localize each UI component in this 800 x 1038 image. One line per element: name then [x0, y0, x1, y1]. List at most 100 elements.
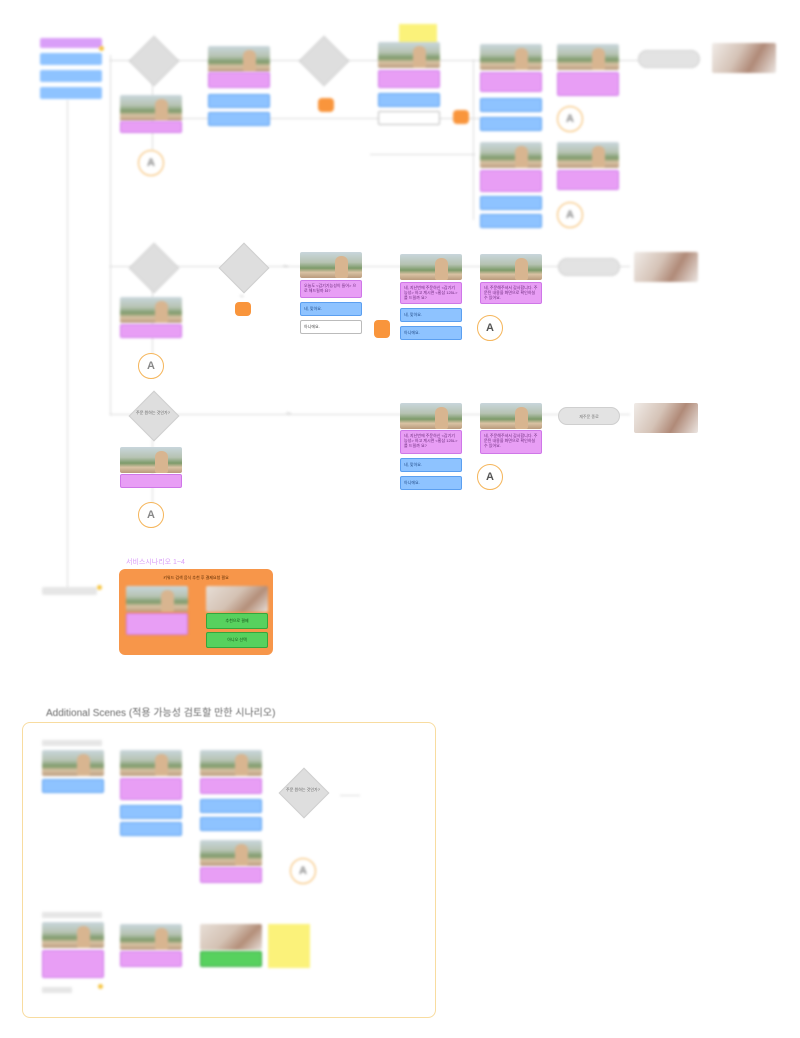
- legend-dot: [99, 46, 104, 51]
- legend-item-3: [40, 87, 102, 99]
- row3-line: [110, 414, 630, 415]
- prompt-box: [200, 778, 262, 794]
- connector-circle: A: [477, 464, 503, 490]
- scene-image: [400, 254, 462, 280]
- row1b-line: [180, 118, 480, 119]
- scene-image: [208, 46, 270, 72]
- prompt-box: 네, 지난번에 주문하신 <감기기능성> 하고 계시면 <홍삼 125L>를 드…: [400, 430, 462, 454]
- edge-label-yes: Yes: [283, 264, 288, 268]
- answer-box: [480, 98, 542, 112]
- row1-branch: [473, 60, 474, 220]
- answer-yes: 네, 맞아요.: [400, 308, 462, 322]
- scenario-subtitle: 키워드 검색 음식 추천 후 결제요청 필요: [163, 575, 229, 580]
- phone-photo: [634, 252, 698, 282]
- phone-photo: [712, 43, 776, 73]
- scenario-title: 서비스시나리오 1~4: [126, 559, 185, 566]
- decision-diamond: [128, 35, 180, 87]
- scene-image: [120, 750, 182, 776]
- decision-diamond: [128, 242, 180, 294]
- decision-diamond: [128, 390, 180, 442]
- answer-box: [480, 117, 542, 131]
- scene-image: [557, 44, 619, 70]
- row1c-line: [370, 154, 475, 155]
- confirm-option: [200, 951, 262, 967]
- end-pill: [638, 50, 700, 68]
- prompt-box: [120, 778, 182, 800]
- connector-circle: A: [138, 150, 164, 176]
- prompt-box: 오늘도 <감기기능성이 들어> 으로 해드릴까 요?: [300, 280, 362, 298]
- prompt-box: [480, 170, 542, 192]
- scene-image: [206, 586, 268, 612]
- main-trunk-line: [67, 100, 68, 590]
- scene-image: [120, 924, 182, 950]
- frame-small-label: [42, 987, 72, 993]
- edge-label-no: No: [240, 294, 244, 298]
- prompt-box: 네, 주문해주셔서 감사합니다. 주문된 내용을 화면으로 확인하실 수 있어요…: [480, 282, 542, 304]
- decision-label: 주문 원하는 것인가?: [136, 410, 170, 415]
- answer-yes: 네, 맞아요.: [400, 458, 462, 472]
- answer-box: [120, 805, 182, 819]
- sticky-note: [268, 924, 310, 968]
- answer-box: [200, 817, 262, 831]
- scenario-side-label: [42, 587, 97, 595]
- trunk-line-2: [110, 55, 111, 415]
- answer-box: [208, 112, 270, 126]
- decline-option: 아니오 선택: [206, 632, 268, 648]
- scene-image: [200, 750, 262, 776]
- prompt-box: [120, 121, 182, 133]
- connector-circle: A: [138, 502, 164, 528]
- prompt-box: [200, 867, 262, 883]
- answer-box: [200, 799, 262, 813]
- scene-image: [300, 252, 362, 278]
- end-pill: [558, 258, 620, 276]
- decision-diamond: [298, 35, 350, 87]
- answer-box: [480, 214, 542, 228]
- scene-image: [378, 42, 440, 68]
- scene-image: [200, 840, 262, 866]
- legend-header: [40, 38, 102, 48]
- prompt-box: [42, 950, 104, 978]
- scene-image: [400, 403, 462, 429]
- prompt-box: [557, 72, 619, 96]
- answer-box: [378, 93, 440, 107]
- answer-no: 아니에요.: [400, 476, 462, 490]
- prompt-box: 네, 주문해주셔서 감사합니다. 주문된 내용을 화면으로 확인하실 수 있어요…: [480, 430, 542, 454]
- scene-image: [120, 297, 182, 323]
- decision-diamond: [218, 242, 270, 294]
- scene-image: [120, 447, 182, 473]
- confirm-option: 추천으로 결제: [206, 613, 268, 629]
- scene-image: [42, 750, 104, 776]
- scene-image: [200, 924, 262, 950]
- scene-image: [42, 922, 104, 948]
- scene-image: [480, 403, 542, 429]
- orange-tag: [318, 98, 334, 112]
- prompt-box: [208, 72, 270, 88]
- prompt-box: [120, 324, 182, 338]
- prompt-box: [378, 70, 440, 88]
- prompt-box: [480, 72, 542, 92]
- prompt-box: [126, 613, 188, 635]
- edge-label-yes-2: Yes: [286, 411, 291, 415]
- edge-line: [340, 795, 360, 796]
- connector-circle: A: [138, 353, 164, 379]
- prompt-box: [120, 474, 182, 488]
- orange-tag: [453, 110, 469, 124]
- scene-image: [120, 95, 182, 121]
- orange-tag: [374, 320, 390, 338]
- frame-label: [42, 740, 102, 746]
- frame-dot: [98, 984, 103, 989]
- answer-box-white: [378, 111, 440, 125]
- additional-section-frame: [22, 722, 436, 1018]
- additional-section-title: Additional Scenes (적용 가능성 검토할 만한 시나리오): [46, 708, 276, 719]
- scene-image: [557, 142, 619, 168]
- scenario-side-dot: [97, 585, 102, 590]
- answer-box: [208, 94, 270, 108]
- scene-image: [126, 586, 188, 612]
- connector-circle: A: [557, 106, 583, 132]
- answer-yes: 네, 맞아요.: [300, 302, 362, 316]
- scene-image: [480, 254, 542, 280]
- connector-circle: A: [557, 202, 583, 228]
- legend-item-2: [40, 70, 102, 82]
- orange-tag: [235, 302, 251, 316]
- prompt-box: 네, 지난번에 주문하신 <감기기능성> 하고 계시면 <홍삼 125L>를 드…: [400, 282, 462, 304]
